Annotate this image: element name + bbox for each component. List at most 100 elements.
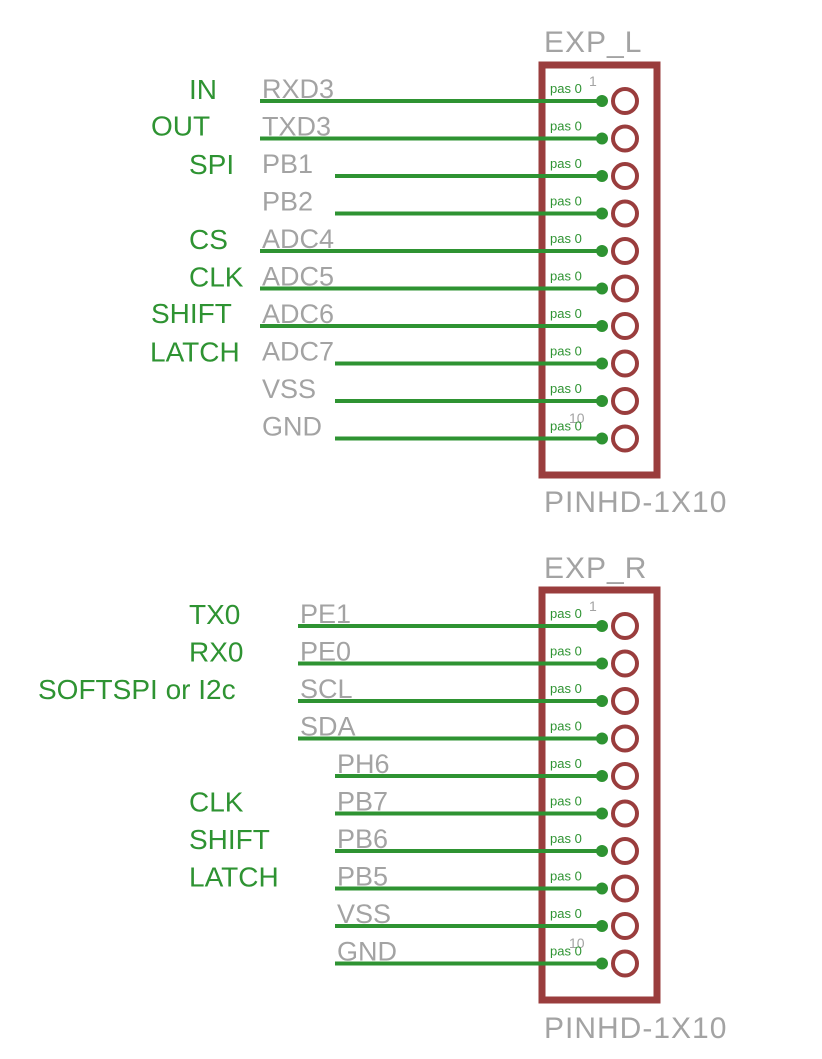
net-label: TX0	[189, 599, 240, 630]
pin-row[interactable]: PE0 RX0 pas 0	[189, 637, 639, 678]
pin-signal-label: GND	[262, 412, 322, 442]
pad-label: pas 0	[550, 381, 582, 396]
pad-label: pas 0	[550, 719, 582, 734]
pad-label: pas 0	[550, 194, 582, 209]
pin-row[interactable]: SDA pas 0	[298, 712, 639, 753]
connector-body-outline	[538, 586, 661, 1004]
pad-ring	[611, 124, 639, 153]
pad-ring	[611, 312, 639, 340]
pad-dot	[596, 395, 608, 407]
pad-ring	[611, 649, 639, 678]
pad-dot	[596, 957, 608, 970]
pin-signal-label: PB1	[262, 149, 313, 179]
pad-dot	[596, 245, 608, 257]
pin-row[interactable]: ADC4 CS pas 0	[189, 224, 639, 265]
pin-signal-label: GND	[337, 937, 397, 967]
connector-exp-r[interactable]: EXP_R PINHD-1X10 1 10 PE1 TX0 pas 0 PE0 …	[38, 552, 727, 1045]
pad-label: pas 0	[550, 869, 582, 884]
pad-dot	[596, 132, 608, 145]
pin-signal-label: ADC4	[262, 224, 334, 254]
pin-number-first: 1	[589, 598, 597, 614]
net-label: OUT	[151, 111, 210, 142]
net-label: IN	[189, 74, 217, 105]
pad-dot	[596, 620, 608, 632]
net-label: RX0	[189, 637, 243, 668]
pin-signal-label: ADC6	[262, 299, 334, 329]
pad-dot	[596, 282, 608, 295]
pad-dot	[596, 695, 608, 707]
net-label: SHIFT	[151, 298, 232, 329]
pad-label: pas 0	[550, 644, 582, 659]
pad-dot	[596, 882, 608, 895]
pin-signal-label: RXD3	[262, 74, 334, 104]
pad-dot	[596, 170, 608, 182]
net-label: SOFTSPI or I2c	[38, 674, 236, 705]
pin-signal-label: PB5	[337, 862, 388, 892]
pin-row[interactable]: PB2 pas 0	[262, 187, 639, 228]
pad-label: pas 0	[550, 269, 582, 284]
pad-label: pas 0	[550, 606, 582, 621]
pad-ring	[611, 687, 639, 715]
pad-dot	[596, 845, 608, 857]
pad-ring	[611, 949, 639, 978]
pad-dot	[596, 732, 608, 745]
net-label: CS	[189, 224, 228, 255]
pin-row[interactable]: VSS pas 0	[262, 374, 639, 415]
pad-ring	[611, 874, 639, 903]
pad-ring	[611, 199, 639, 228]
net-label: SPI	[189, 149, 234, 180]
net-label: CLK	[189, 262, 244, 293]
pin-signal-label: PB6	[337, 824, 388, 854]
pad-label: pas 0	[550, 231, 582, 246]
pad-dot	[596, 95, 608, 107]
pin-row[interactable]: GND pas 0	[262, 412, 639, 453]
connector-name: EXP_L	[544, 26, 642, 59]
pad-ring	[611, 349, 639, 378]
pad-label: pas 0	[550, 944, 582, 959]
pin-row[interactable]: ADC7 LATCH pas 0	[150, 337, 639, 378]
pad-label: pas 0	[550, 831, 582, 846]
pad-dot	[596, 770, 608, 782]
pin-row[interactable]: ADC6 SHIFT pas 0	[151, 298, 639, 340]
net-label: LATCH	[150, 337, 240, 368]
pad-ring	[611, 162, 639, 190]
pin-row[interactable]: VSS pas 0	[335, 899, 639, 940]
pin-row[interactable]: PB7 CLK pas 0	[189, 787, 639, 828]
pin-row[interactable]: PE1 TX0 pas 0	[189, 599, 639, 640]
pin-row[interactable]: ADC5 CLK pas 0	[189, 262, 639, 303]
connector-exp-l[interactable]: EXP_L PINHD-1X10 1 10 RXD3 IN pas 0 TXD3…	[150, 26, 727, 519]
pad-label: pas 0	[550, 344, 582, 359]
pad-ring	[611, 387, 639, 415]
pad-dot	[596, 357, 608, 370]
connector-name: EXP_R	[544, 552, 647, 585]
pin-row[interactable]: PB6 SHIFT pas 0	[189, 824, 639, 865]
pad-dot	[596, 207, 608, 220]
connector-value: PINHD-1X10	[544, 486, 727, 519]
pin-signal-label: PB2	[262, 187, 313, 217]
connector-body-outline	[538, 61, 661, 479]
pad-label: pas 0	[550, 156, 582, 171]
net-label: LATCH	[189, 862, 279, 893]
pad-label: pas 0	[550, 81, 582, 96]
pad-dot	[596, 432, 608, 445]
pad-dot	[596, 920, 608, 932]
pad-ring	[611, 837, 639, 865]
pin-row[interactable]: PH6 pas 0	[335, 749, 639, 790]
pin-signal-label: TXD3	[262, 112, 331, 142]
pin-signal-label: PE0	[300, 637, 351, 667]
pin-row[interactable]: RXD3 IN pas 0	[189, 74, 639, 115]
pad-ring	[611, 612, 639, 640]
pin-row[interactable]: TXD3 OUT pas 0	[151, 111, 639, 153]
pin-row[interactable]: PB5 LATCH pas 0	[189, 862, 639, 903]
pin-row[interactable]: SCL SOFTSPI or I2c pas 0	[38, 674, 639, 715]
pad-label: pas 0	[550, 306, 582, 321]
pad-ring	[611, 87, 639, 115]
pin-row[interactable]: GND pas 0	[335, 937, 639, 978]
pad-ring	[611, 274, 639, 303]
pad-label: pas 0	[550, 119, 582, 134]
pin-row[interactable]: PB1 SPI pas 0	[189, 149, 639, 190]
pin-signal-label: PE1	[300, 599, 351, 629]
pad-label: pas 0	[550, 419, 582, 434]
pin-signal-label: ADC5	[262, 262, 334, 292]
